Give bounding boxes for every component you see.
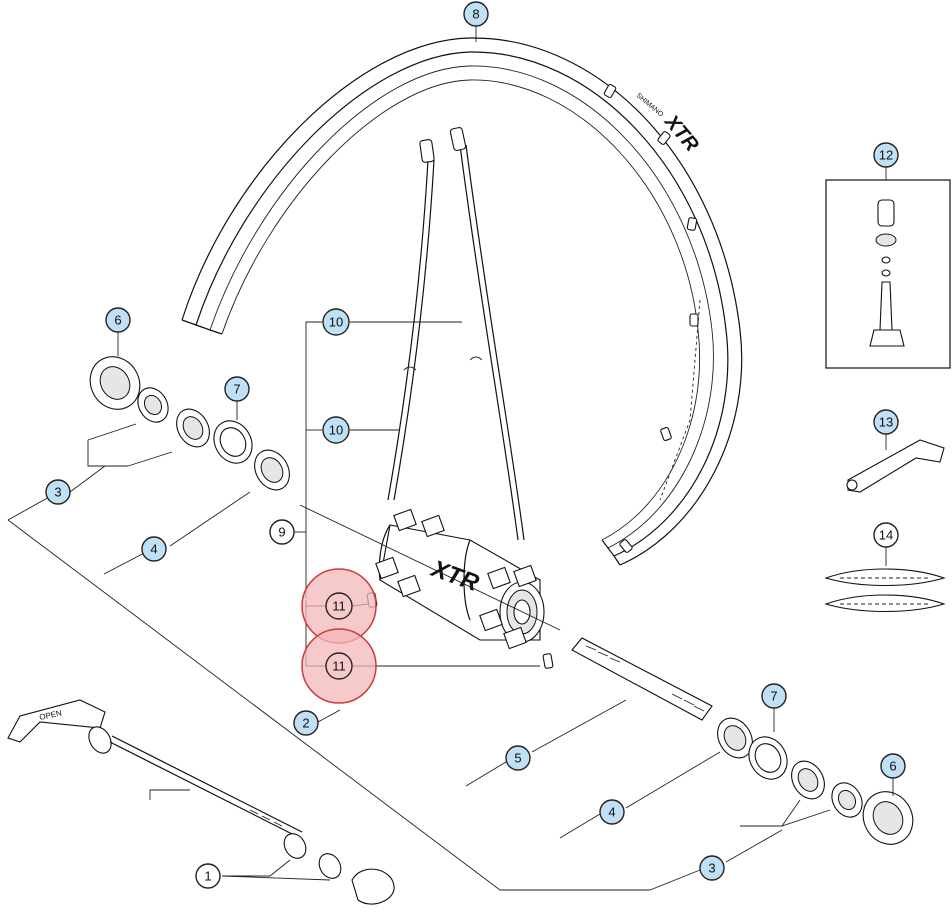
valve-box bbox=[825, 179, 951, 369]
rim-small-label: SHIMANO bbox=[635, 92, 665, 119]
callout-10-top: 10 bbox=[322, 308, 350, 336]
callout-bubble bbox=[505, 745, 531, 771]
callout-label: 7 bbox=[233, 382, 240, 397]
rim-strip bbox=[824, 568, 946, 612]
axle bbox=[299, 504, 713, 721]
callout-label: 7 bbox=[770, 689, 777, 704]
callout-bubble bbox=[463, 1, 489, 27]
callout-6-left: 6 bbox=[105, 307, 131, 333]
callout-bubble bbox=[224, 376, 250, 402]
callout-14: 14 bbox=[873, 522, 899, 548]
callout-2: 2 bbox=[293, 710, 319, 736]
callout-label: 4 bbox=[150, 542, 157, 557]
callout-label: 10 bbox=[329, 423, 343, 438]
callout-bubble bbox=[873, 142, 899, 168]
callout-bubble bbox=[761, 683, 787, 709]
callout-7-left: 7 bbox=[224, 376, 250, 402]
right-bearing-stack bbox=[717, 717, 914, 845]
callout-label: 14 bbox=[879, 528, 893, 543]
callout-bubble bbox=[880, 753, 906, 779]
callout-bubble bbox=[599, 799, 625, 825]
callout-bubble bbox=[269, 519, 295, 545]
callout-bubble bbox=[105, 307, 131, 333]
callout-label: 5 bbox=[514, 751, 521, 766]
callout-13: 13 bbox=[873, 409, 899, 435]
callout-bubble bbox=[293, 710, 319, 736]
callout-4-right: 4 bbox=[599, 799, 625, 825]
callout-label: 3 bbox=[54, 485, 61, 500]
callout-bubble bbox=[322, 308, 350, 336]
callout-label: 8 bbox=[472, 7, 479, 22]
callout-5: 5 bbox=[505, 745, 531, 771]
callout-bubble bbox=[325, 652, 353, 680]
callout-bubble bbox=[325, 592, 353, 620]
quick-release-skewer: OPEN bbox=[7, 699, 395, 905]
callout-3-left: 3 bbox=[45, 479, 71, 505]
callout-3-right: 3 bbox=[699, 855, 725, 881]
callout-bubble bbox=[699, 855, 725, 881]
callout-10-mid: 10 bbox=[322, 416, 350, 444]
callout-9: 9 bbox=[269, 519, 295, 545]
callout-label: 11 bbox=[332, 599, 346, 614]
callout-bubble bbox=[873, 522, 899, 548]
callout-6-right: 6 bbox=[880, 753, 906, 779]
callout-bubble bbox=[195, 863, 221, 889]
callout-label: 4 bbox=[608, 805, 615, 820]
callout-4-left: 4 bbox=[141, 536, 167, 562]
callout-bubble bbox=[141, 536, 167, 562]
hub-body: XTR bbox=[375, 508, 545, 650]
callout-bubble bbox=[873, 409, 899, 435]
leader-lines bbox=[7, 26, 894, 891]
callout-label: 2 bbox=[302, 716, 309, 731]
callout-8: 8 bbox=[463, 1, 489, 27]
callout-label: 12 bbox=[879, 148, 893, 163]
callout-12: 12 bbox=[873, 142, 899, 168]
callout-11-lower: 11 bbox=[301, 628, 377, 704]
spokes bbox=[387, 127, 525, 541]
callout-label: 11 bbox=[332, 659, 346, 674]
callout-bubble bbox=[45, 479, 71, 505]
callout-label: 6 bbox=[114, 313, 121, 328]
callout-label: 9 bbox=[278, 525, 285, 540]
callout-label: 3 bbox=[708, 861, 715, 876]
callout-1: 1 bbox=[195, 863, 221, 889]
left-bearing-stack bbox=[89, 356, 290, 491]
callout-bubble bbox=[322, 416, 350, 444]
spoke-wrench bbox=[846, 439, 945, 493]
highlight-ring bbox=[301, 628, 377, 704]
callout-7-right: 7 bbox=[761, 683, 787, 709]
callout-label: 6 bbox=[889, 759, 896, 774]
callout-label: 13 bbox=[879, 415, 893, 430]
callout-label: 1 bbox=[204, 869, 211, 884]
callout-label: 10 bbox=[329, 315, 343, 330]
callouts: 8 12 6 7 10 10 3 9 bbox=[45, 1, 906, 889]
